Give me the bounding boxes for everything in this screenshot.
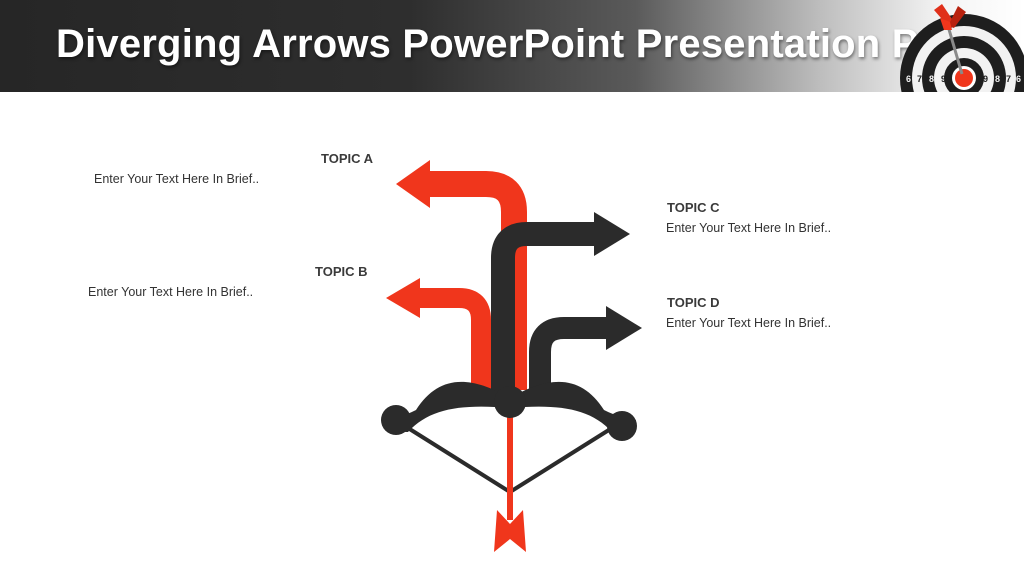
diverging-arrows-diagram (381, 160, 642, 552)
center-arrow-fletching (494, 510, 526, 552)
arrow-topic-b (386, 278, 491, 396)
topic-b-heading: TOPIC B (315, 264, 368, 279)
dartboard-number: 7 (1006, 74, 1011, 84)
topic-c-heading: TOPIC C (667, 200, 720, 215)
topic-c-text: Enter Your Text Here In Brief.. (666, 221, 832, 235)
bow (381, 381, 637, 441)
title-bar (0, 0, 1024, 92)
dartboard-icon: 6 7 8 9 8 9 8 7 6 (900, 4, 1024, 92)
topic-b-text: Enter Your Text Here In Brief.. (88, 285, 254, 299)
topic-d-text: Enter Your Text Here In Brief.. (666, 316, 832, 330)
topic-a-text: Enter Your Text Here In Brief.. (94, 172, 260, 186)
arrow-topic-d (529, 306, 642, 394)
dartboard-number: 8 (961, 48, 966, 58)
slide-title: Diverging Arrows PowerPoint Presentation… (56, 22, 971, 66)
dartboard-number: 8 (929, 74, 934, 84)
dartboard-number: 6 (1016, 74, 1021, 84)
dartboard-number: 6 (906, 74, 911, 84)
topic-d-heading: TOPIC D (667, 295, 720, 310)
arrow-topic-a (396, 160, 527, 390)
center-arrow-shaft (507, 394, 513, 520)
arrow-topic-c (491, 212, 630, 392)
dartboard-number: 7 (917, 74, 922, 84)
dartboard-number: 9 (941, 74, 946, 84)
dart-icon (934, 4, 966, 75)
dartboard-number: 9 (983, 74, 988, 84)
dartboard-number: 8 (995, 74, 1000, 84)
topic-a-heading: TOPIC A (321, 151, 374, 166)
